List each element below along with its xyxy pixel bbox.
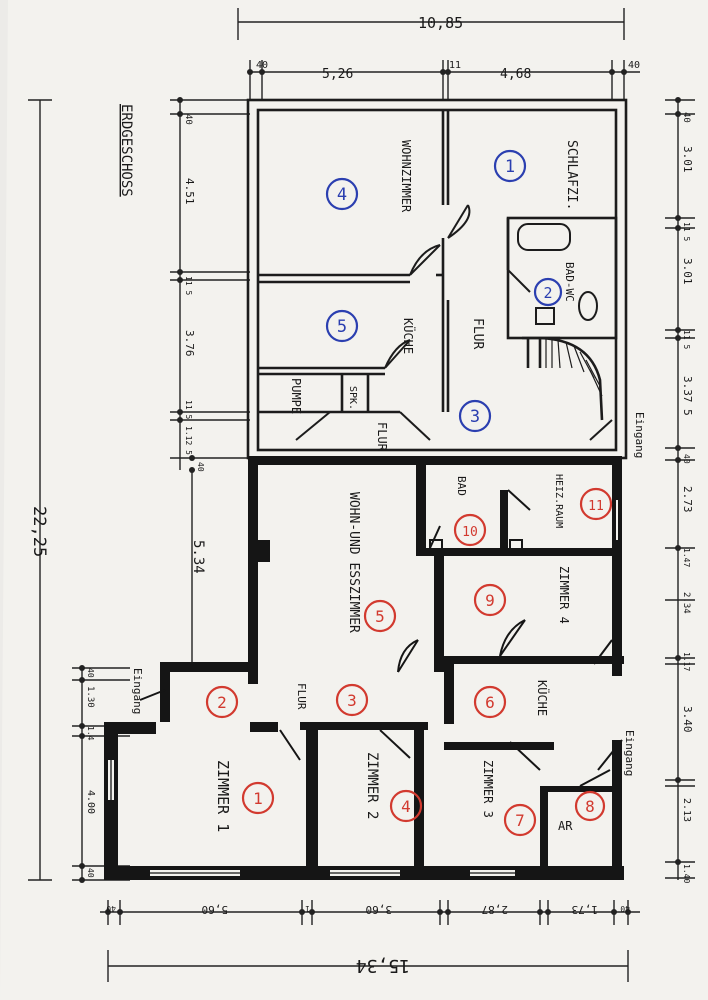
upper-room-numbers: 1 2 3 4 5 [337, 157, 553, 427]
label-wohnzimmer: WOHNZIMMER [399, 140, 413, 213]
dim-top-seg1: 5,26 [322, 67, 353, 82]
dimension-texts: 10,85 40 5,26 11 4,68 40 40 3.01 11 5 3.… [29, 14, 694, 976]
label-flur-upper: FLUR [470, 318, 485, 349]
dim-right-b: 3.01 [681, 146, 694, 173]
dim-left-c: 11 5 [184, 276, 193, 295]
upper-door-swings [295, 204, 613, 441]
room-number-schlafzi: 1 [505, 157, 515, 177]
dim-bottom-g: 40 [620, 904, 630, 913]
room-number-wohn-essz: 5 [375, 607, 385, 626]
dim-left-f: 1.12 5 [184, 426, 193, 455]
label-bad: BAD [455, 476, 468, 496]
label-wohn-essz: WOHN-UND ESSZIMMER [346, 492, 361, 633]
room-number-flur: 3 [470, 407, 480, 427]
room-number-zimmer-2: 4 [401, 797, 411, 816]
label-schlafzi: SCHLAFZI. [564, 140, 579, 210]
dim-left-d: 3.76 [183, 330, 196, 357]
room-number-kueche: 5 [337, 317, 347, 337]
room-number-ar: 8 [585, 797, 595, 816]
bathtub-symbol [517, 223, 571, 251]
dim-top-mid: 11 [449, 60, 461, 71]
label-zimmer-1: ZIMMER 1 [214, 760, 232, 832]
dim-right-n: 1.40 [682, 864, 691, 883]
dim-bottom-c: 1 [305, 904, 310, 913]
dim-bottom-f: 1,73 [572, 903, 599, 916]
room-number-circles [205, 149, 613, 837]
dim-left-j: 1.30 [85, 686, 95, 708]
dim-left-e: 11 5 [184, 400, 193, 419]
room-number-flur-3: 3 [347, 691, 357, 710]
dimension-dots [79, 69, 681, 915]
dim-bottom-a: 40 [106, 904, 116, 913]
room-number-flur-2: 2 [217, 693, 227, 712]
label-pumpe: PUMPE [289, 378, 303, 414]
label-kueche-lower: KÜCHE [535, 680, 551, 716]
vent-bad [429, 539, 443, 551]
label-bad-wc: BAD-WC [563, 262, 576, 302]
dim-right-h: 2.73 [681, 486, 694, 513]
label-zimmer-4: ZIMMER 4 [557, 566, 571, 624]
toilet-symbol [578, 291, 598, 321]
dim-right-m: 2.13 [681, 798, 692, 822]
label-kueche-upper: KÜCHE [401, 318, 417, 354]
dim-right-l: 3.40 [681, 706, 694, 733]
dim-right-a: 40 [681, 112, 691, 123]
label-flur-lower: FLUR [295, 683, 308, 710]
upper-plan-walls [246, 98, 628, 460]
room-number-wohnzimmer: 4 [337, 185, 347, 205]
label-eingang-left: Eingang [131, 668, 144, 714]
dim-left-i: 40 [86, 668, 95, 678]
room-names: SCHLAFZI. BAD-WC FLUR WOHNZIMMER KÜCHE P… [131, 140, 646, 833]
dim-overall-left: 22,25 [29, 506, 49, 557]
dim-left-g: 40 [196, 462, 205, 472]
dim-top-seg2: 4,68 [500, 67, 531, 82]
label-ar: AR [558, 819, 573, 833]
dim-right-c: 11 5 [682, 222, 691, 241]
dim-bottom-d: 3,60 [366, 903, 393, 916]
room-number-zimmer-1: 1 [253, 789, 263, 808]
label-zimmer-2: ZIMMER 2 [364, 752, 380, 819]
dim-bottom-total: 15,34 [356, 955, 410, 976]
lower-window-lines [110, 760, 515, 874]
dim-right-e: 11 5 [682, 330, 691, 349]
dim-right-g: 40 [682, 454, 691, 464]
dim-top-total: 10,85 [418, 14, 463, 32]
lower-door-swings [139, 489, 623, 787]
lower-plan-walls [104, 456, 624, 880]
dim-top-left-edge: 40 [256, 60, 268, 71]
dim-left-m: 40 [86, 868, 95, 878]
room-number-heizraum: 11 [588, 499, 604, 514]
room-number-kueche-lower: 6 [485, 693, 495, 712]
dim-left-l: 4.00 [85, 790, 96, 814]
dim-top-right-edge: 40 [628, 60, 640, 71]
room-number-zimmer-4: 9 [485, 591, 495, 610]
label-eingang-right: Eingang [623, 730, 636, 776]
page-title: ERDGESCHOSS [118, 104, 134, 197]
dim-left-k: 1.4 [86, 726, 95, 741]
label-zimmer-3: ZIMMER 3 [481, 760, 495, 818]
washbasin-symbol [535, 307, 555, 325]
lower-room-numbers: 1 2 3 4 5 6 7 8 9 10 11 [217, 499, 604, 830]
dim-right-i: 1.47 [682, 548, 691, 567]
dim-left-h: 5.34 [190, 540, 206, 574]
vent-heizraum [509, 539, 523, 551]
dim-left-a: 40 [183, 114, 193, 125]
dim-left-b: 4.51 [183, 178, 196, 205]
label-flur-small: FLUR [375, 422, 389, 452]
dim-bottom-e: 2,87 [482, 903, 509, 916]
stair-treads [545, 338, 603, 397]
label-spk: SPK. [347, 386, 358, 410]
room-number-bad-wc: 2 [543, 284, 552, 302]
room-number-zimmer-3: 7 [515, 811, 525, 830]
room-number-bad: 10 [462, 525, 478, 540]
dim-bottom-b: 5,60 [202, 903, 229, 916]
dim-right-d: 3.01 [681, 258, 694, 285]
dim-right-j: 2.34 [681, 592, 691, 614]
label-heizraum: HEIZ.RAUM [553, 474, 564, 528]
dim-right-k: 1.17 [682, 652, 691, 671]
dim-right-f: 3.37 5 [681, 376, 694, 416]
label-eingang-upper: Eingang [633, 412, 646, 458]
